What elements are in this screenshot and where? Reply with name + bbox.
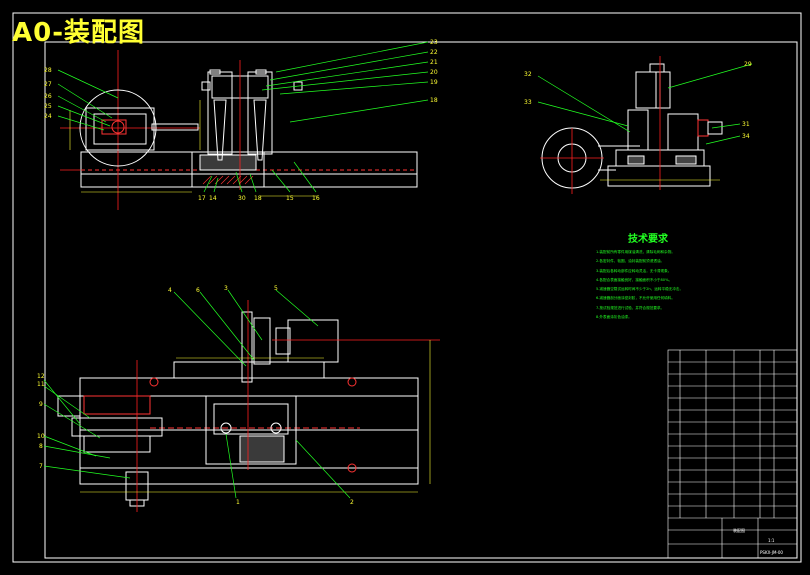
callout-8: 8 [39, 443, 43, 450]
callout-19: 19 [430, 79, 438, 86]
callout-1: 1 [236, 499, 240, 506]
callout-18: 18 [430, 97, 438, 104]
tech-note: 2.各密封件、毡圈、油封装配前须浸透油。 [596, 259, 665, 264]
callout-4: 4 [168, 287, 172, 294]
tech-note: 4.各配合表面接触良好，接触面积不小于80%。 [596, 277, 673, 282]
callout-33: 33 [524, 99, 532, 106]
side-view: 32 33 29 31 34 [524, 56, 753, 194]
callout-23: 23 [430, 39, 438, 46]
title-block-number: PSKX-JM-00 [760, 550, 783, 555]
callout-7: 7 [39, 463, 43, 470]
tech-note: 6.减速器剖分面涂密封胶，不允许使用任何填料。 [596, 296, 675, 301]
callout-12: 12 [37, 373, 45, 380]
title-block-scale: 1:1 [768, 538, 775, 543]
callout-5: 5 [274, 285, 278, 292]
callout-30: 30 [238, 195, 246, 202]
callout-32: 32 [524, 71, 532, 78]
callout-27: 27 [44, 81, 52, 88]
callout-24: 24 [44, 113, 52, 120]
tech-notes-list: 1.装配前所有零件用煤油清洗，清除毛刺和杂物。 2.各密封件、毡圈、油封装配前须… [596, 248, 683, 322]
callout-20: 20 [430, 69, 438, 76]
callout-22: 22 [430, 49, 438, 56]
callout-15: 15 [286, 195, 294, 202]
callout-11: 11 [37, 381, 45, 388]
callout-28: 28 [44, 67, 52, 74]
callout-26: 26 [44, 93, 52, 100]
callout-9: 9 [39, 401, 43, 408]
front-view: 4 6 3 5 12 11 9 10 8 7 1 2 [37, 285, 440, 512]
callout-14: 14 [209, 195, 217, 202]
callout-17: 17 [198, 195, 206, 202]
title-block-name: 装配图 [733, 527, 745, 533]
title-block [667, 349, 798, 559]
top-view: 28 27 26 25 24 23 22 21 20 19 18 17 14 3… [44, 39, 438, 210]
callout-21: 21 [430, 59, 438, 66]
tech-note: 8.外表面涂灰色油漆。 [596, 315, 632, 320]
callout-10: 10 [37, 433, 45, 440]
callout-2: 2 [350, 499, 354, 506]
callout-18b: 18 [254, 195, 262, 202]
callout-25: 25 [44, 103, 52, 110]
tech-requirements-title: 技术要求 [628, 234, 668, 245]
callout-3: 3 [224, 285, 228, 292]
tech-note: 7.按试验规范进行试验，并符合规范要求。 [596, 305, 665, 310]
callout-16: 16 [312, 195, 320, 202]
tech-note: 1.装配前所有零件用煤油清洗，清除毛刺和杂物。 [596, 250, 675, 254]
tech-note: 3.装配后各转动部件应转动灵活，无卡滞现象。 [596, 268, 672, 273]
callout-31: 31 [742, 121, 750, 128]
callout-6: 6 [196, 287, 200, 294]
drawing-frame [12, 12, 802, 563]
callout-34: 34 [742, 133, 750, 140]
drawing-title: A0-装配图 [12, 18, 146, 48]
tech-note: 5.减速器空载试运转时间不少于2h，运转平稳无冲击。 [596, 287, 684, 292]
callout-29: 29 [744, 61, 752, 68]
